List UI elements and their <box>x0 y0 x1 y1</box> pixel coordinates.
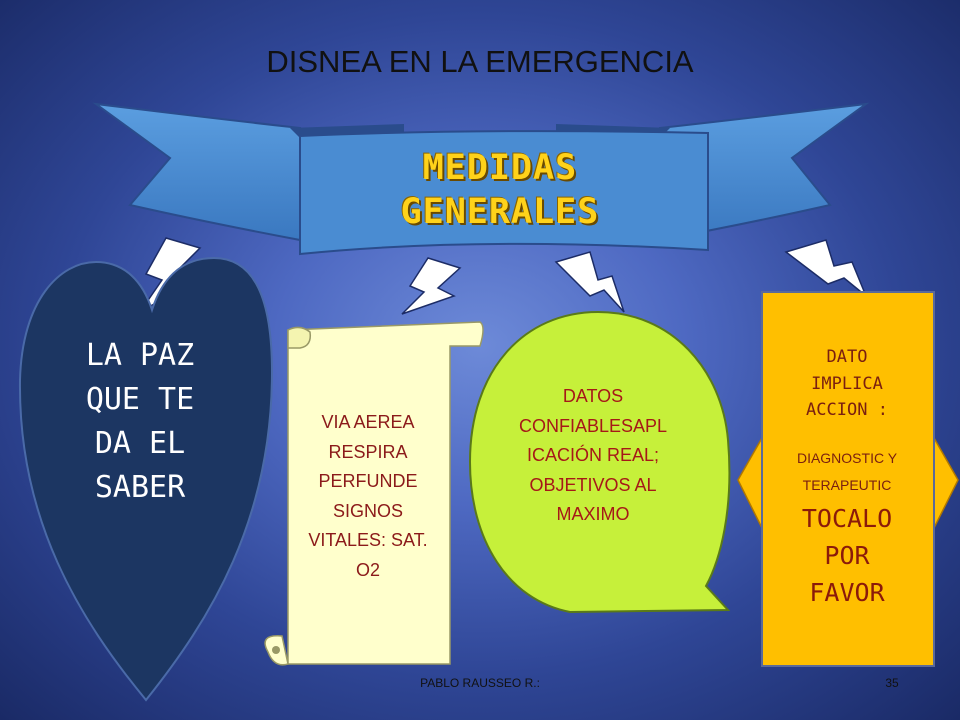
action-box-cta-line: POR <box>824 541 870 570</box>
bubble-line: OBJETIVOS AL <box>529 474 657 495</box>
bubble-line: ICACIÓN REAL; <box>526 445 660 465</box>
banner-title: MEDIDAS GENERALES <box>330 146 670 234</box>
heart-line: SABER <box>94 470 186 505</box>
heart-line: LA PAZ <box>85 338 195 373</box>
action-box-cta-line: TOCALO <box>801 504 893 533</box>
bubble-line: DATOS <box>562 386 624 406</box>
action-box-line: ACCION : <box>806 400 888 420</box>
action-box-cta: TOCALO POR FAVOR <box>763 500 931 611</box>
action-box-shape <box>737 291 959 667</box>
action-box-line: DATO <box>826 347 868 367</box>
action-box-title: DATO IMPLICA ACCION : <box>763 344 931 424</box>
scroll-line: VIA AEREA <box>321 412 415 432</box>
scroll-line: VITALES: SAT. <box>308 530 428 550</box>
action-box-cta-line: FAVOR <box>809 578 885 607</box>
action-box-sub-line: TERAPEUTIC <box>802 477 892 493</box>
ribbon-banner-shape <box>92 102 870 256</box>
action-box-sub-line: DIAGNOSTIC Y <box>796 450 898 466</box>
bubble-line: MAXIMO <box>556 504 630 524</box>
heart-text: LA PAZ QUE TE DA EL SABER <box>40 334 240 510</box>
banner-line: GENERALES <box>400 192 600 232</box>
scroll-line: SIGNOS <box>332 500 403 521</box>
lightning-icon <box>784 239 867 297</box>
action-box-subtitle: DIAGNOSTIC Y TERAPEUTIC <box>763 445 931 499</box>
bubble-line: CONFIABLESAPL <box>518 415 668 436</box>
heart-line: QUE TE <box>85 382 195 417</box>
scroll-shape <box>264 321 484 666</box>
heart-shape <box>18 256 274 702</box>
heart-line: DA EL <box>94 426 186 461</box>
scroll-line: PERFUNDE <box>318 471 418 491</box>
slide-title: DISNEA EN LA EMERGENCIA <box>266 44 694 79</box>
lightning-icon <box>554 251 625 313</box>
scroll-line: O2 <box>355 559 380 580</box>
banner-line: MEDIDAS <box>422 148 578 188</box>
scroll-text: VIA AEREA RESPIRA PERFUNDE SIGNOS VITALE… <box>287 408 449 585</box>
action-box-line: IMPLICA <box>811 373 883 394</box>
page-number: 35 <box>885 676 899 690</box>
footer-author: PABLO RAUSSEO R.: <box>420 676 540 690</box>
speech-bubble-shape <box>468 310 731 614</box>
scroll-line: RESPIRA <box>328 441 408 462</box>
lightning-icon <box>401 257 462 315</box>
bubble-text: DATOS CONFIABLESAPL ICACIÓN REAL; OBJETI… <box>490 382 696 530</box>
